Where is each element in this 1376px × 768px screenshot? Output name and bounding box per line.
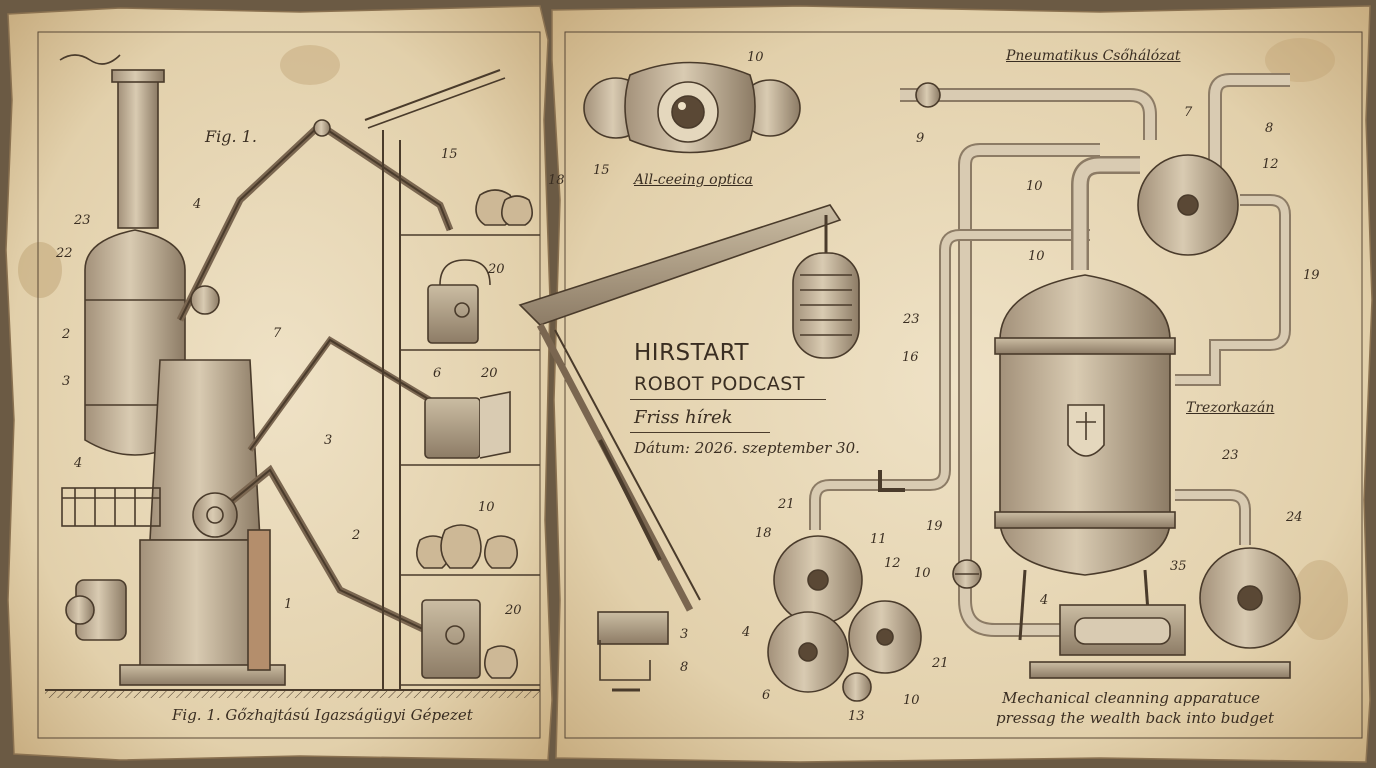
callout-number: 18 — [548, 173, 565, 188]
callout-number: 6 — [762, 688, 771, 703]
callout-number: 21 — [778, 497, 795, 512]
callout-number: 19 — [926, 519, 943, 534]
callout-number: 3 — [680, 627, 689, 642]
callout-number: 4 — [193, 197, 202, 212]
callout-number: 10 — [1028, 249, 1045, 264]
callout-number: 13 — [848, 709, 865, 724]
callout-number: 4 — [742, 625, 751, 640]
figure-caption: Fig. 1. Gőzhajtású Igazságügyi Gépezet — [172, 706, 473, 724]
callout-number: 10 — [1026, 179, 1043, 194]
cleaning-caption-line2: pressag the wealth back into budget — [996, 709, 1275, 727]
callout-number: 23 — [74, 213, 91, 228]
callout-number: 3 — [62, 374, 71, 389]
date-line: Dátum: 2026. szeptember 30. — [634, 439, 860, 457]
callout-number: 24 — [1286, 510, 1303, 525]
callout-number: 10 — [914, 566, 931, 581]
callout-number: 7 — [1184, 105, 1193, 120]
fig-label: Fig. 1. — [205, 127, 257, 146]
callout-number: 21 — [932, 656, 949, 671]
cleaning-caption-line1: Mechanical cleanning apparatuce — [1002, 689, 1260, 707]
callout-number: 8 — [680, 660, 689, 675]
callout-number: 12 — [1262, 157, 1279, 172]
callout-number: 2 — [352, 528, 361, 543]
callout-number: 6 — [433, 366, 442, 381]
callout-number: 19 — [1303, 268, 1320, 283]
title-rule — [630, 399, 826, 400]
callout-number: 16 — [902, 350, 919, 365]
callout-number: 15 — [593, 163, 610, 178]
callout-number: 20 — [505, 603, 522, 618]
callout-number: 12 — [884, 556, 901, 571]
podcast-title: HIRSTART — [634, 340, 750, 366]
vault-boiler-label: Trezorkazán — [1186, 400, 1275, 416]
callout-number: 20 — [481, 366, 498, 381]
callout-number: 9 — [916, 131, 925, 146]
section-rule — [630, 432, 770, 433]
callout-number: 22 — [56, 246, 73, 261]
network-label: Pneumatikus Csőhálózat — [1006, 48, 1181, 64]
callout-number: 18 — [755, 526, 772, 541]
callout-number: 11 — [870, 532, 887, 547]
callout-number: 8 — [1265, 121, 1274, 136]
section-heading: Friss hírek — [634, 407, 733, 428]
callout-number: 10 — [903, 693, 920, 708]
callout-number: 23 — [903, 312, 920, 327]
callout-number: 23 — [1222, 448, 1239, 463]
optics-label: All-ceeing optica — [634, 172, 753, 188]
callout-number: 7 — [273, 326, 282, 341]
callout-number: 10 — [478, 500, 495, 515]
callout-number: 4 — [74, 456, 83, 471]
callout-number: 10 — [747, 50, 764, 65]
callout-number: 15 — [441, 147, 458, 162]
callout-number: 1 — [284, 597, 293, 612]
callout-number: 20 — [488, 262, 505, 277]
podcast-subtitle: ROBOT PODCAST — [634, 373, 805, 395]
callout-number: 2 — [62, 327, 71, 342]
callout-number: 3 — [324, 433, 333, 448]
callout-number: 4 — [1040, 593, 1049, 608]
callout-number: 35 — [1170, 559, 1187, 574]
